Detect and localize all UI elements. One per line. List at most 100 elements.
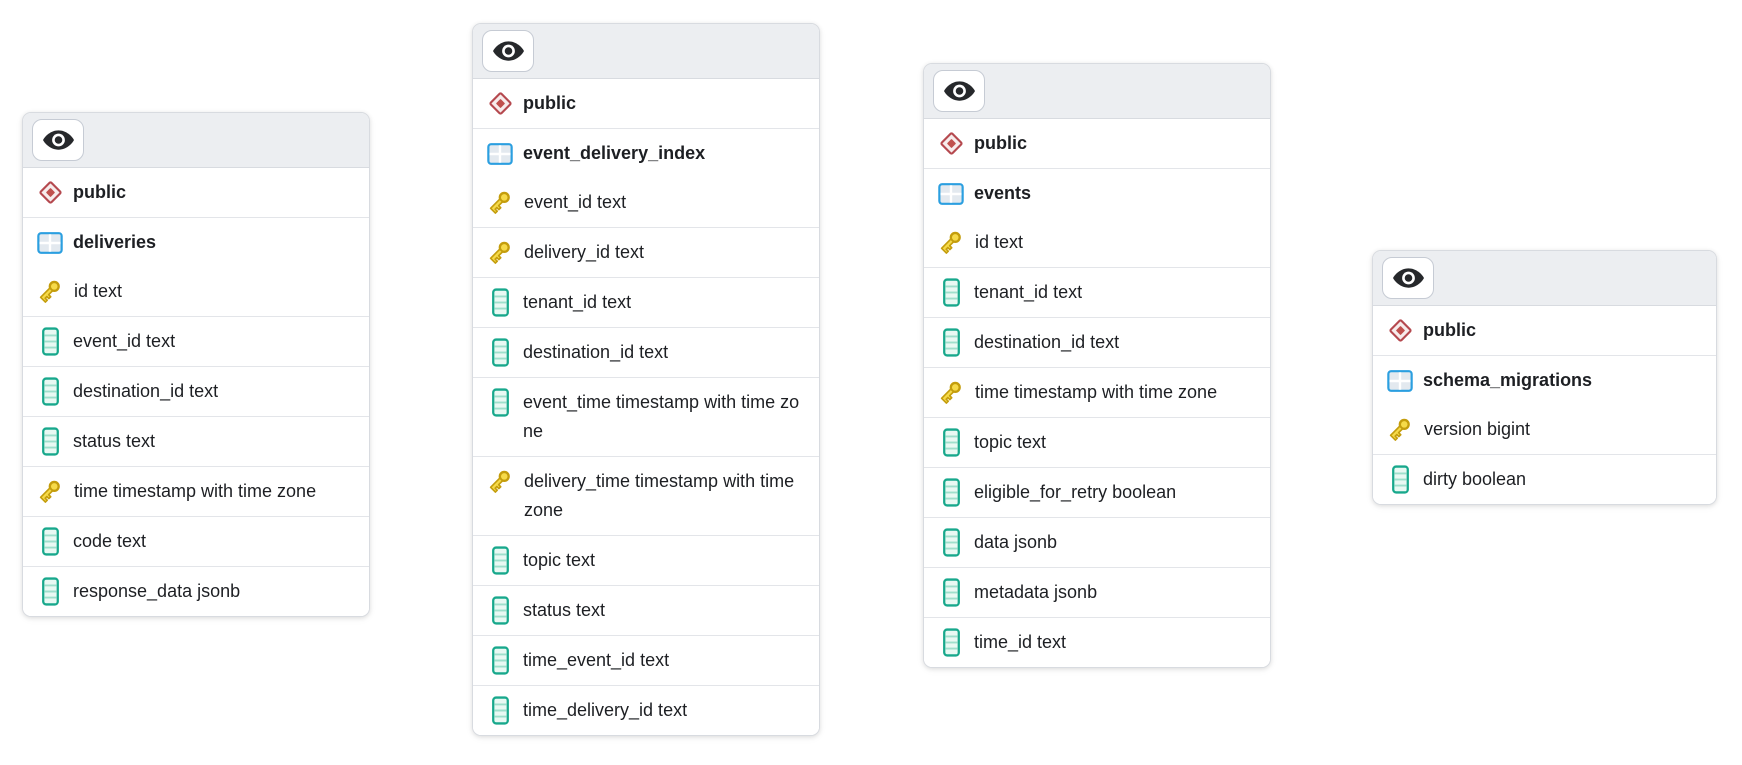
column-row: id text	[924, 218, 1270, 267]
column-row: code text	[23, 516, 369, 566]
table-columns: id text event_id text destination_id tex…	[23, 267, 369, 616]
column-label: destination_id text	[73, 381, 219, 401]
column-label: id text	[74, 281, 123, 301]
column-row: data jsonb	[924, 517, 1270, 567]
column-row: destination_id text	[924, 317, 1270, 367]
column-icon	[938, 428, 964, 457]
key-icon	[37, 277, 64, 306]
column-label: event_id text	[73, 331, 176, 351]
column-label: response_data jsonb	[73, 581, 241, 601]
column-icon	[487, 546, 513, 575]
column-icon	[37, 577, 63, 606]
table-grid-icon	[938, 179, 964, 208]
column-icon	[938, 628, 964, 657]
column-icon	[938, 528, 964, 557]
key-icon	[487, 188, 514, 217]
schema-row: public	[1373, 306, 1716, 355]
table-header	[924, 64, 1270, 119]
key-icon	[938, 378, 965, 407]
column-label: event_time timestamp with time zone	[523, 392, 800, 441]
table-name: events	[974, 183, 1032, 203]
table-node-deliveries[interactable]: public deliveries id text	[22, 112, 370, 617]
column-label: dirty boolean	[1423, 469, 1527, 489]
schema-row: public	[473, 79, 819, 128]
column-icon	[487, 596, 513, 625]
visibility-toggle-button[interactable]	[933, 70, 985, 112]
column-row: eligible_for_retry boolean	[924, 467, 1270, 517]
column-label: destination_id text	[523, 342, 669, 362]
schema-row: public	[924, 119, 1270, 168]
column-row: topic text	[473, 535, 819, 585]
column-row: tenant_id text	[473, 277, 819, 327]
column-label: tenant_id text	[974, 282, 1083, 302]
column-row: event_id text	[23, 316, 369, 366]
column-label: time_event_id text	[523, 650, 670, 670]
table-name-row: schema_migrations	[1373, 355, 1716, 405]
column-label: eligible_for_retry boolean	[974, 482, 1177, 502]
schema-row: public	[23, 168, 369, 217]
column-icon	[487, 288, 513, 317]
table-node-schema_migrations[interactable]: public schema_migrations version big	[1372, 250, 1717, 505]
table-header	[23, 113, 369, 168]
column-icon	[37, 327, 63, 356]
column-row: event_id text	[473, 178, 819, 227]
column-icon	[1387, 465, 1413, 494]
table-name: deliveries	[73, 232, 157, 252]
column-row: status text	[473, 585, 819, 635]
column-label: topic text	[974, 432, 1047, 452]
column-icon	[938, 578, 964, 607]
column-label: time timestamp with time zone	[74, 481, 317, 501]
schema-name: public	[523, 93, 576, 113]
column-icon	[37, 427, 63, 456]
column-label: delivery_time timestamp with time zone	[524, 471, 795, 520]
column-row: destination_id text	[473, 327, 819, 377]
eye-icon	[943, 81, 975, 101]
table-grid-icon	[487, 139, 513, 168]
column-row: response_data jsonb	[23, 566, 369, 616]
column-row: topic text	[924, 417, 1270, 467]
column-row: dirty boolean	[1373, 454, 1716, 504]
column-label: destination_id text	[974, 332, 1120, 352]
column-icon	[487, 646, 513, 675]
column-label: time_delivery_id text	[523, 700, 688, 720]
column-label: data jsonb	[974, 532, 1058, 552]
column-icon	[938, 278, 964, 307]
table-grid-icon	[1387, 366, 1413, 395]
column-icon	[487, 696, 513, 725]
column-row: id text	[23, 267, 369, 316]
eye-icon	[492, 41, 524, 61]
column-row: delivery_time timestamp with time zone	[473, 456, 819, 535]
column-icon	[487, 338, 513, 367]
column-label: version bigint	[1424, 419, 1531, 439]
table-header	[1373, 251, 1716, 306]
column-label: event_id text	[524, 192, 627, 212]
column-label: tenant_id text	[523, 292, 632, 312]
column-icon	[37, 527, 63, 556]
eye-icon	[42, 130, 74, 150]
schema-diamond-icon	[938, 129, 964, 158]
column-row: version bigint	[1373, 405, 1716, 454]
column-label: metadata jsonb	[974, 582, 1098, 602]
table-node-event_delivery_index[interactable]: public event_delivery_index event_id	[472, 23, 820, 736]
column-row: delivery_id text	[473, 227, 819, 277]
column-label: code text	[73, 531, 147, 551]
table-columns: id text tenant_id text destination_id te…	[924, 218, 1270, 667]
schema-diamond-icon	[1387, 316, 1413, 345]
column-row: time_delivery_id text	[473, 685, 819, 735]
visibility-toggle-button[interactable]	[482, 30, 534, 72]
column-row: time_event_id text	[473, 635, 819, 685]
schema-name: public	[73, 182, 126, 202]
column-label: id text	[975, 232, 1024, 252]
table-grid-icon	[37, 228, 63, 257]
schema-name: public	[1423, 320, 1476, 340]
table-name-row: deliveries	[23, 217, 369, 267]
table-node-events[interactable]: public events id text	[923, 63, 1271, 668]
table-columns: version bigint dirty boolean	[1373, 405, 1716, 504]
column-row: event_time timestamp with time zone	[473, 377, 819, 456]
column-icon	[37, 377, 63, 406]
visibility-toggle-button[interactable]	[1382, 257, 1434, 299]
column-label: status text	[73, 431, 156, 451]
visibility-toggle-button[interactable]	[32, 119, 84, 161]
column-row: metadata jsonb	[924, 567, 1270, 617]
